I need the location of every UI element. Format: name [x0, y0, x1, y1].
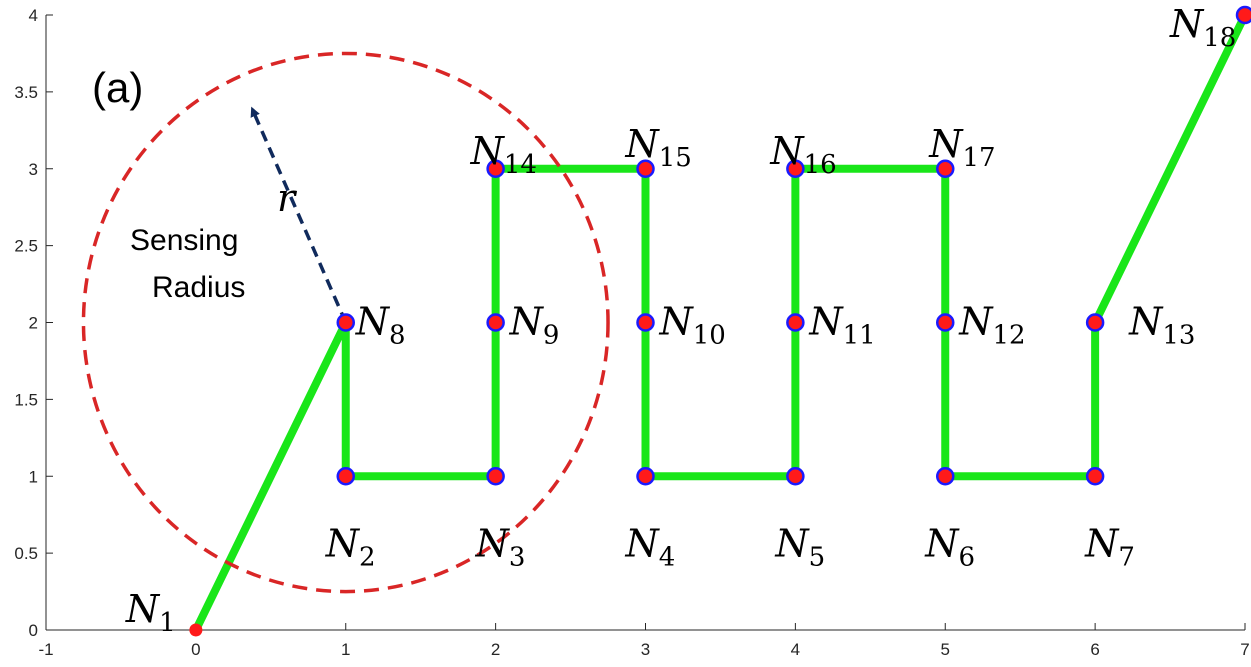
sensing-circle-group — [81, 51, 610, 594]
radius-symbol-label: r — [277, 176, 298, 220]
node-labels: N1 N2 N3 N4 N5 N6 N7 N8 N9 N10 N11 N12 N13 N14 N15 N16 N… — [125, 2, 1236, 638]
node-marker — [336, 467, 355, 486]
node-label: N4 — [625, 521, 676, 572]
node-marker — [936, 159, 955, 178]
x-tick-label: 0 — [191, 640, 200, 659]
node-marker — [936, 467, 955, 486]
y-tick-label: 1 — [29, 467, 38, 486]
x-tick-label: 5 — [941, 640, 950, 659]
node-label: N5 — [774, 521, 825, 572]
x-tick-label: 4 — [791, 640, 800, 659]
node-marker — [636, 313, 655, 332]
node-marker — [786, 159, 805, 178]
node-marker — [936, 313, 955, 332]
panel-label: (a) — [92, 64, 143, 111]
node-marker — [1085, 467, 1105, 486]
nodes — [189, 5, 1251, 637]
radius-arrow — [250, 106, 348, 324]
y-tick-label: 0 — [29, 621, 38, 640]
y-tick-label: 2 — [29, 314, 38, 333]
node-marker — [336, 313, 355, 332]
x-tick-label: 3 — [641, 640, 650, 659]
sensing-circle — [81, 51, 610, 594]
x-tick-label: -1 — [38, 640, 53, 659]
sensing-label: Sensing — [130, 224, 238, 257]
node-marker — [189, 623, 203, 637]
y-tick-label: 3.5 — [14, 83, 38, 102]
node-label: N10 — [659, 300, 726, 351]
node-label: N18 — [1169, 2, 1236, 53]
y-tick-label: 0.5 — [14, 544, 38, 563]
radius-label: Radius — [152, 271, 245, 304]
node-label: N11 — [808, 300, 875, 351]
green-path — [192, 13, 1249, 632]
node-label: N15 — [625, 122, 692, 173]
node-marker — [486, 467, 505, 486]
node-label: N7 — [1084, 521, 1135, 572]
x-tick-label: 2 — [491, 640, 500, 659]
node-marker — [486, 159, 505, 178]
node-label: N8 — [355, 300, 406, 351]
path-line — [192, 13, 1249, 632]
x-tick-label: 6 — [1090, 640, 1099, 659]
node-label: N9 — [509, 300, 560, 351]
y-tick-label: 4 — [29, 6, 38, 25]
annotations: (a) Sensing Radius r — [92, 64, 298, 304]
node-label: N1 — [125, 587, 176, 638]
node-marker — [486, 313, 505, 332]
y-tick-label: 3 — [29, 160, 38, 179]
y-tick-label: 1.5 — [14, 390, 38, 409]
node-label: N2 — [325, 521, 376, 572]
node-label: N13 — [1128, 300, 1195, 351]
node-marker — [1235, 5, 1251, 25]
y-tick-label: 2.5 — [14, 237, 38, 256]
node-marker — [786, 313, 805, 332]
node-label: N3 — [475, 521, 526, 572]
node-label: N14 — [470, 129, 537, 180]
node-label: N6 — [924, 521, 975, 572]
node-marker — [786, 467, 805, 486]
x-tick-label: 1 — [341, 640, 350, 659]
node-label: N12 — [958, 300, 1025, 351]
node-marker — [1085, 313, 1105, 332]
node-marker — [636, 159, 655, 178]
node-label: N16 — [769, 129, 836, 180]
x-tick-label: 7 — [1240, 640, 1249, 659]
node-marker — [636, 467, 655, 486]
node-label: N17 — [928, 122, 995, 173]
